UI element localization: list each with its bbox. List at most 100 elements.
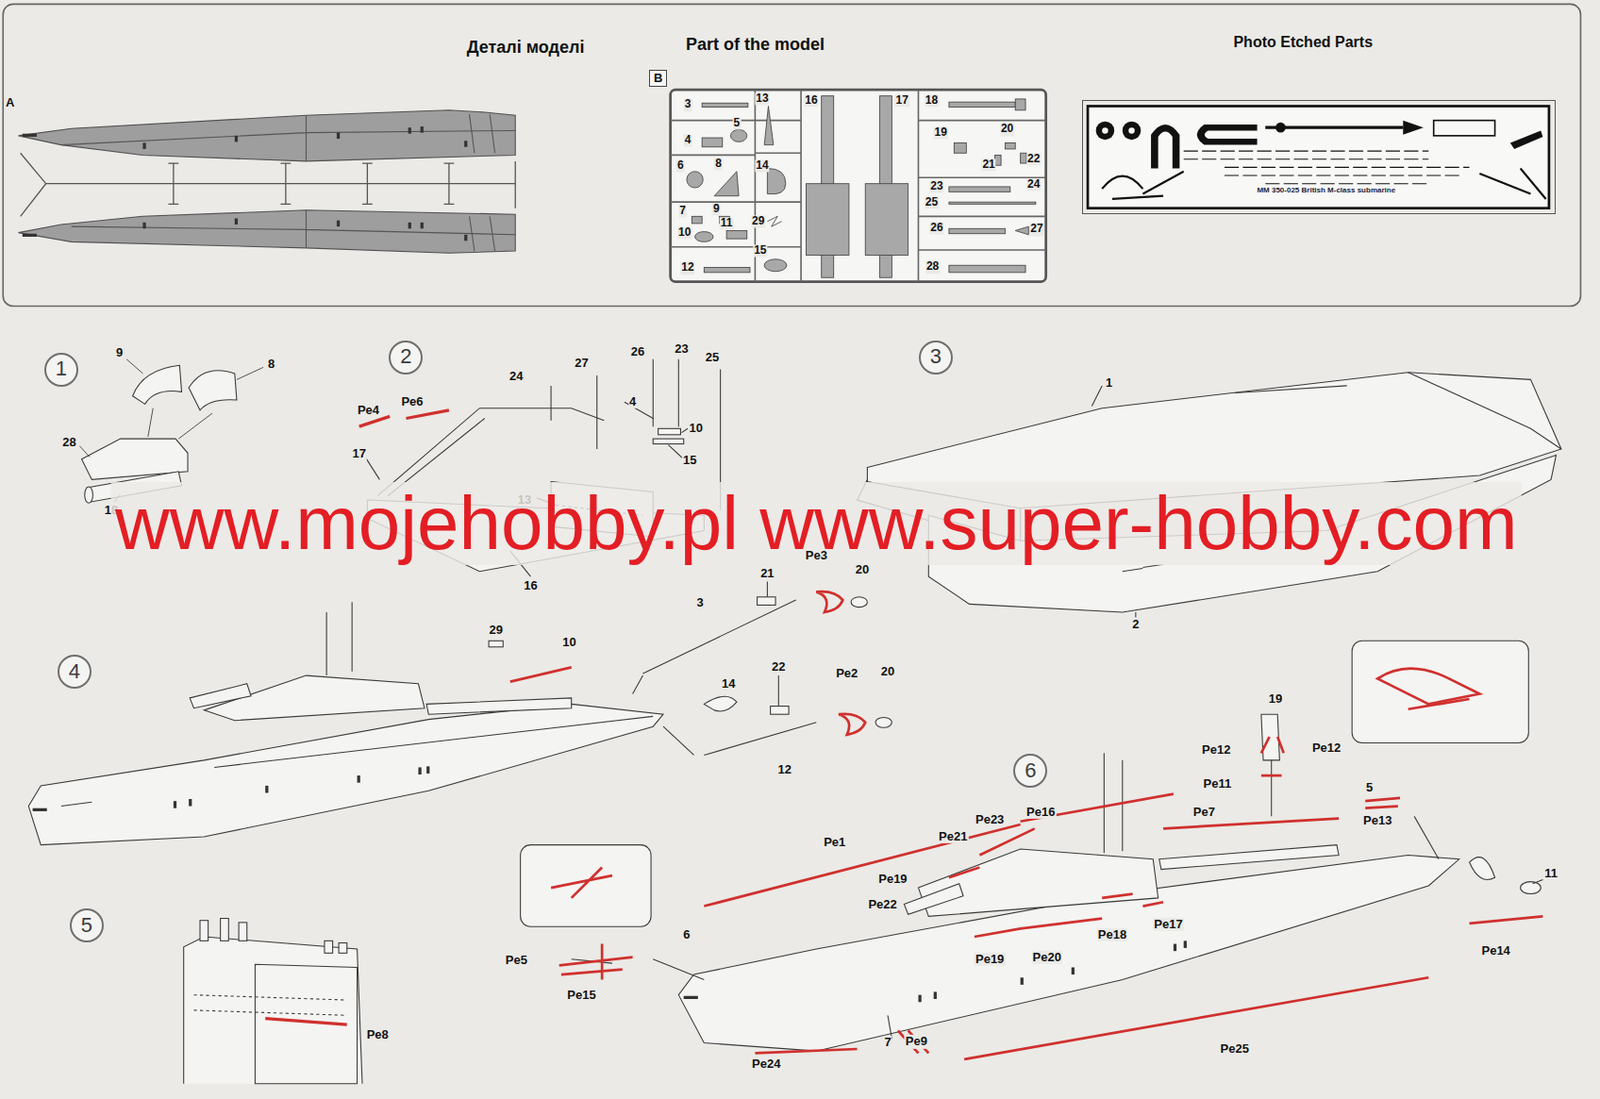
callout-number: 8 — [266, 357, 276, 371]
etched-part-label: Pe24 — [750, 1057, 782, 1071]
etched-part-label: Pe19 — [877, 872, 908, 886]
heading: Деталі моделі — [466, 38, 586, 58]
step-number: 3 — [930, 345, 942, 368]
callout-number: 10 — [561, 635, 577, 650]
callout-number: 20 — [880, 665, 896, 679]
sprue-letter-box: B — [649, 69, 667, 87]
callout-number: 25 — [924, 197, 939, 210]
etched-part-label: Pe21 — [937, 830, 968, 844]
callout-number: 9 — [712, 202, 721, 216]
photo-etched-fret: MM 350-025 British M-class submarine — [1082, 100, 1557, 215]
callout-number: 17 — [351, 447, 367, 461]
callout-number: 16 — [803, 94, 818, 107]
step-circle: 1 — [44, 352, 79, 387]
callout-number: 19 — [1267, 692, 1284, 706]
etched-part-label: Pe13 — [1362, 813, 1393, 827]
etched-part-label: Pe2 — [834, 666, 859, 681]
step-circle: 6 — [1013, 753, 1048, 788]
etched-part-label: Pe23 — [974, 812, 1005, 826]
step-number: 4 — [68, 660, 81, 684]
callout-number: 7 — [678, 204, 687, 217]
callout-number: 24 — [508, 369, 524, 384]
callout-number: 21 — [759, 566, 775, 581]
callout-number: 21 — [981, 159, 996, 172]
callout-number: 18 — [924, 94, 939, 107]
etched-part-label: Pe12 — [1200, 743, 1232, 757]
heading: Photo Etched Parts — [1232, 34, 1374, 52]
callout-number: 26 — [929, 222, 944, 235]
callout-number: 11 — [719, 216, 734, 230]
etched-part-label: Pe22 — [866, 898, 898, 912]
etched-part-label: Pe9 — [904, 1034, 929, 1049]
step-circle: 3 — [918, 340, 953, 375]
callout-number: 23 — [673, 342, 689, 356]
callout-number: 20 — [854, 562, 870, 576]
callout-number: 27 — [573, 356, 589, 370]
callout-number: 3 — [683, 99, 693, 112]
step-number: 6 — [1024, 759, 1036, 783]
callout-number: 17 — [894, 94, 909, 107]
etched-part-label: Pe25 — [1219, 1042, 1250, 1056]
etched-part-label: Pe17 — [1152, 917, 1184, 932]
callout-number: 20 — [1000, 123, 1015, 136]
callout-number: 5 — [1365, 781, 1374, 795]
step-number: 1 — [55, 357, 67, 381]
etched-part-label: Pe5 — [504, 953, 529, 967]
callout-number: 25 — [704, 350, 720, 364]
etched-part-label: Pe3 — [804, 549, 829, 563]
callout-number: 22 — [1026, 152, 1041, 166]
callout-number: 6 — [676, 160, 685, 173]
callout-number: 14 — [720, 677, 736, 691]
sprue-letter: A — [4, 96, 16, 110]
callout-number: 15 — [682, 453, 698, 467]
callout-number: 8 — [714, 158, 723, 171]
callout-number: 12 — [777, 762, 793, 776]
callout-number: 11 — [1543, 866, 1559, 881]
callout-number: 28 — [61, 435, 77, 450]
callout-number: 1 — [1104, 375, 1114, 389]
callout-number: 26 — [630, 345, 646, 359]
sprue-letter: B — [653, 71, 663, 85]
etched-part-label: Pe20 — [1032, 950, 1063, 964]
callout-number: 16 — [522, 579, 538, 593]
fret-marking: MM 350-025 British M-class submarine — [1255, 186, 1397, 196]
step-number: 2 — [400, 345, 412, 368]
callout-number: 12 — [680, 262, 695, 275]
callout-number: 10 — [677, 226, 692, 239]
etched-part-label: Pe8 — [366, 1028, 390, 1042]
callout-number: 29 — [487, 623, 503, 637]
etched-part-label: Pe15 — [566, 987, 597, 1001]
etched-part-label: Pe14 — [1480, 944, 1511, 958]
etched-part-label: Pe1 — [822, 835, 847, 850]
etched-part-label: Pe19 — [974, 952, 1005, 967]
step-circle: 2 — [388, 340, 423, 375]
callout-number: 29 — [750, 215, 766, 228]
callout-number: 19 — [933, 126, 949, 139]
callout-number: 27 — [1029, 223, 1044, 236]
etched-part-label: Pe18 — [1097, 928, 1128, 942]
step-number: 5 — [81, 914, 93, 937]
callout-number: 5 — [733, 116, 742, 130]
etched-part-label: Pe16 — [1025, 805, 1056, 819]
step-circle: 4 — [57, 654, 92, 689]
etched-part-label: Pe4 — [356, 403, 381, 417]
callout-number: 4 — [683, 134, 693, 148]
callout-number: 13 — [754, 92, 769, 105]
heading: Part of the model — [684, 35, 826, 55]
etched-part-label: Pe11 — [1202, 777, 1234, 791]
callout-number: 14 — [754, 160, 769, 173]
callout-number: 2 — [1131, 617, 1140, 632]
callout-number: 15 — [752, 244, 767, 257]
callout-number: 3 — [695, 596, 704, 610]
callout-number: 22 — [770, 660, 786, 674]
callout-number: 10 — [687, 421, 703, 435]
callout-number: 7 — [883, 1035, 892, 1050]
callout-number: 28 — [925, 261, 940, 274]
etched-part-label: Pe12 — [1311, 741, 1342, 755]
callout-number: 4 — [628, 395, 637, 409]
etched-part-label: Pe7 — [1192, 805, 1217, 819]
callout-number: 23 — [929, 180, 944, 193]
etched-part-label: Pe6 — [400, 395, 424, 409]
step-circle: 5 — [69, 908, 104, 943]
callout-number: 9 — [115, 346, 124, 360]
